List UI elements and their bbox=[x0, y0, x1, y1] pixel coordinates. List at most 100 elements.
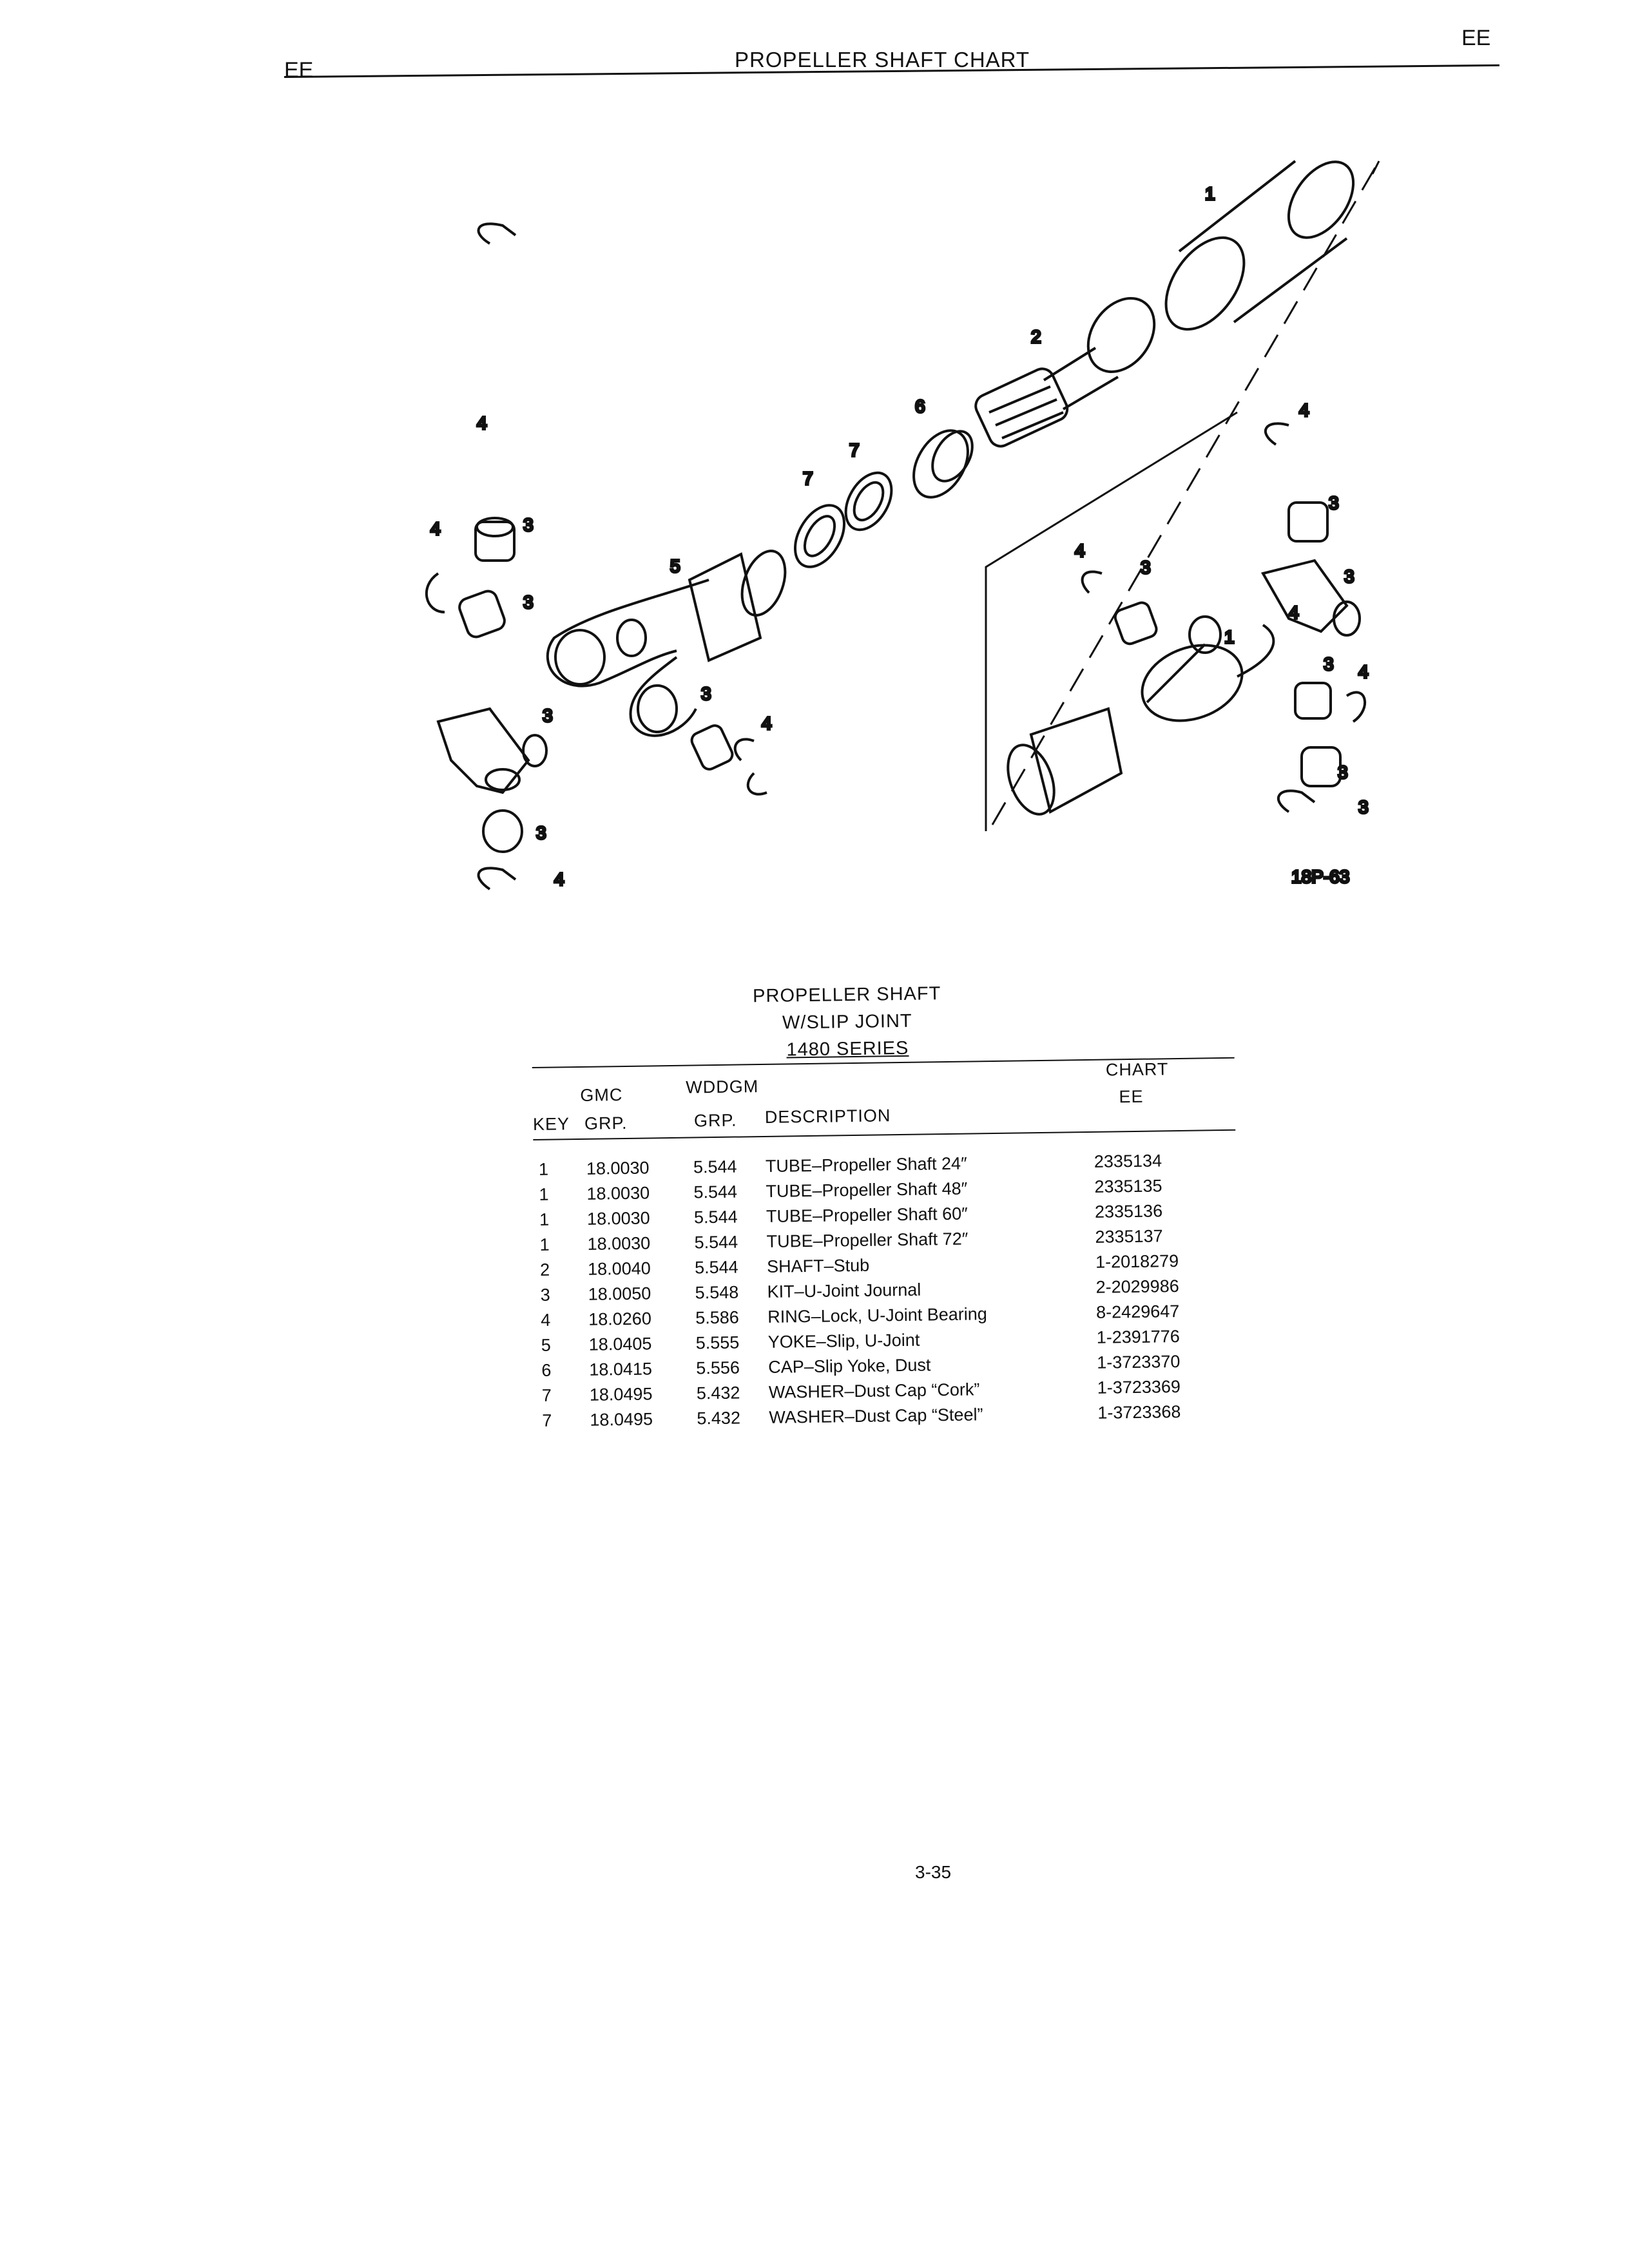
row-description: TUBE–Propeller Shaft 72″ bbox=[766, 1229, 969, 1251]
callout-4-g: 4 bbox=[1358, 662, 1369, 682]
row-gmc-group: 18.0495 bbox=[590, 1409, 653, 1430]
row-wddgm-group: 5.548 bbox=[695, 1282, 739, 1303]
row-wddgm-group: 5.556 bbox=[696, 1358, 740, 1378]
row-gmc-group: 18.0030 bbox=[586, 1208, 650, 1229]
row-key: 1 bbox=[539, 1209, 550, 1229]
row-wddgm-group: 5.544 bbox=[693, 1182, 738, 1202]
callout-3-c: 3 bbox=[543, 706, 553, 726]
row-description: CAP–Slip Yoke, Dust bbox=[768, 1355, 931, 1377]
callout-4-b: 4 bbox=[430, 519, 441, 539]
row-key: 7 bbox=[541, 1385, 552, 1405]
callout-3-d: 3 bbox=[536, 823, 546, 843]
table-header: GMC WDDGM CHART KEY GRP. GRP. DESCRIPTIO… bbox=[532, 1059, 1235, 1139]
row-wddgm-group: 5.544 bbox=[694, 1257, 738, 1278]
callout-3-f: 3 bbox=[1141, 557, 1151, 577]
callout-3-j: 3 bbox=[1338, 762, 1348, 782]
table-body: 1 18.0030 5.544 TUBE–Propeller Shaft 24″ 233… bbox=[534, 1150, 1240, 1436]
row-part-number: 8-2429647 bbox=[1095, 1302, 1180, 1322]
header-key: KEY bbox=[532, 1114, 570, 1134]
row-description: RING–Lock, U-Joint Bearing bbox=[767, 1304, 988, 1327]
right-assembly bbox=[985, 160, 1380, 831]
header-right-code: EE bbox=[1461, 26, 1491, 50]
row-part-number: 1-3723369 bbox=[1097, 1376, 1181, 1398]
row-wddgm-group: 5.432 bbox=[696, 1383, 740, 1403]
row-part-number: 2335135 bbox=[1094, 1176, 1162, 1196]
tube-part bbox=[1164, 160, 1355, 331]
callout-4-e: 4 bbox=[1299, 400, 1309, 420]
page-title: PROPELLER SHAFT CHART bbox=[735, 48, 1030, 72]
row-description: TUBE–Propeller Shaft 48″ bbox=[766, 1178, 968, 1201]
row-description: TUBE–Propeller Shaft 24″ bbox=[765, 1153, 967, 1176]
header-chart: EE bbox=[1119, 1086, 1144, 1107]
callout-3-e: 3 bbox=[701, 684, 711, 704]
row-gmc-group: 18.0405 bbox=[588, 1334, 652, 1354]
figure-number: 18P-63 bbox=[1291, 867, 1349, 887]
callout-1-yoke: 1 bbox=[1224, 627, 1235, 647]
row-part-number: 2335136 bbox=[1094, 1201, 1163, 1222]
callout-2-stub: 2 bbox=[1031, 327, 1041, 347]
middle-bearings bbox=[690, 724, 767, 796]
callout-4: 4 bbox=[477, 413, 487, 433]
row-key: 3 bbox=[540, 1285, 550, 1305]
row-wddgm-group: 5.586 bbox=[695, 1307, 740, 1328]
callout-6-cap: 6 bbox=[915, 396, 925, 416]
row-gmc-group: 18.0415 bbox=[589, 1359, 653, 1379]
row-description: WASHER–Dust Cap “Steel” bbox=[769, 1405, 983, 1427]
row-gmc-group: 18.0495 bbox=[589, 1384, 653, 1405]
header-wdd: GRP. bbox=[693, 1110, 737, 1131]
stub-shaft-part bbox=[974, 297, 1156, 448]
row-key: 1 bbox=[539, 1235, 550, 1254]
callout-4-i: 4 bbox=[1289, 602, 1299, 622]
callout-3-h: 3 bbox=[1344, 566, 1354, 586]
slip-yoke-part bbox=[546, 550, 787, 737]
row-wddgm-group: 5.544 bbox=[693, 1207, 738, 1227]
row-wddgm-group: 5.544 bbox=[693, 1157, 737, 1177]
header-gmc: GRP. bbox=[584, 1113, 628, 1133]
washer-parts bbox=[794, 471, 893, 568]
row-key: 6 bbox=[541, 1360, 552, 1380]
callout-4-c: 4 bbox=[762, 713, 772, 733]
header-description: DESCRIPTION bbox=[764, 1106, 891, 1127]
row-part-number: 1-3723370 bbox=[1097, 1351, 1181, 1372]
row-description: WASHER–Dust Cap “Cork” bbox=[768, 1379, 980, 1402]
callout-7-washer: 7 bbox=[849, 440, 860, 460]
callout-7-washer-2: 7 bbox=[803, 468, 813, 488]
row-description: SHAFT–Stub bbox=[766, 1255, 870, 1276]
row-part-number: 1-2018279 bbox=[1095, 1251, 1179, 1272]
callout-3-g: 3 bbox=[1329, 493, 1339, 513]
row-gmc-group: 18.0030 bbox=[586, 1158, 650, 1178]
callout-3-i: 3 bbox=[1324, 654, 1334, 674]
row-wddgm-group: 5.544 bbox=[694, 1232, 738, 1253]
row-key: 2 bbox=[539, 1260, 550, 1280]
callout-5-yoke: 5 bbox=[670, 556, 680, 576]
row-part-number: 2335134 bbox=[1094, 1151, 1162, 1171]
dust-cap-part bbox=[912, 429, 974, 499]
header-gmc-top: GMC bbox=[580, 1085, 623, 1105]
row-gmc-group: 18.0030 bbox=[586, 1183, 650, 1204]
row-wddgm-group: 5.432 bbox=[697, 1408, 741, 1428]
row-gmc-group: 18.0260 bbox=[588, 1309, 652, 1329]
callout-1-tube: 1 bbox=[1205, 184, 1215, 204]
callout-4-f: 4 bbox=[554, 869, 564, 889]
callout-3-b: 3 bbox=[523, 592, 534, 612]
exploded-diagram: 1 2 6 7 7 5 4 3 4 3 3 3 3 4 3 4 4 3 1 4 … bbox=[425, 160, 1380, 890]
callout-4-d: 4 bbox=[1075, 541, 1085, 561]
callout-3: 3 bbox=[523, 515, 534, 535]
row-part-number: 2-2029986 bbox=[1095, 1276, 1179, 1297]
callout-4-h: 3 bbox=[1358, 797, 1369, 817]
row-key: 7 bbox=[542, 1410, 552, 1430]
row-part-number: 2335137 bbox=[1095, 1226, 1163, 1247]
left-u-joint bbox=[425, 222, 548, 890]
row-part-number: 1-2391776 bbox=[1096, 1326, 1181, 1347]
row-key: 1 bbox=[538, 1159, 549, 1179]
row-gmc-group: 18.0040 bbox=[587, 1258, 651, 1279]
row-description: YOKE–Slip, U-Joint bbox=[767, 1330, 920, 1352]
row-key: 5 bbox=[541, 1335, 552, 1355]
row-key: 1 bbox=[539, 1184, 549, 1204]
row-gmc-group: 18.0050 bbox=[588, 1283, 651, 1304]
header-wdd-top: WDDGM bbox=[686, 1077, 759, 1097]
row-key: 4 bbox=[541, 1310, 551, 1330]
parts-table: PROPELLER SHAFT W/SLIP JOINT 1480 SERIES… bbox=[531, 976, 1240, 1436]
header-left-code: EE bbox=[284, 58, 314, 82]
header-chart-top: CHART bbox=[1105, 1059, 1169, 1080]
